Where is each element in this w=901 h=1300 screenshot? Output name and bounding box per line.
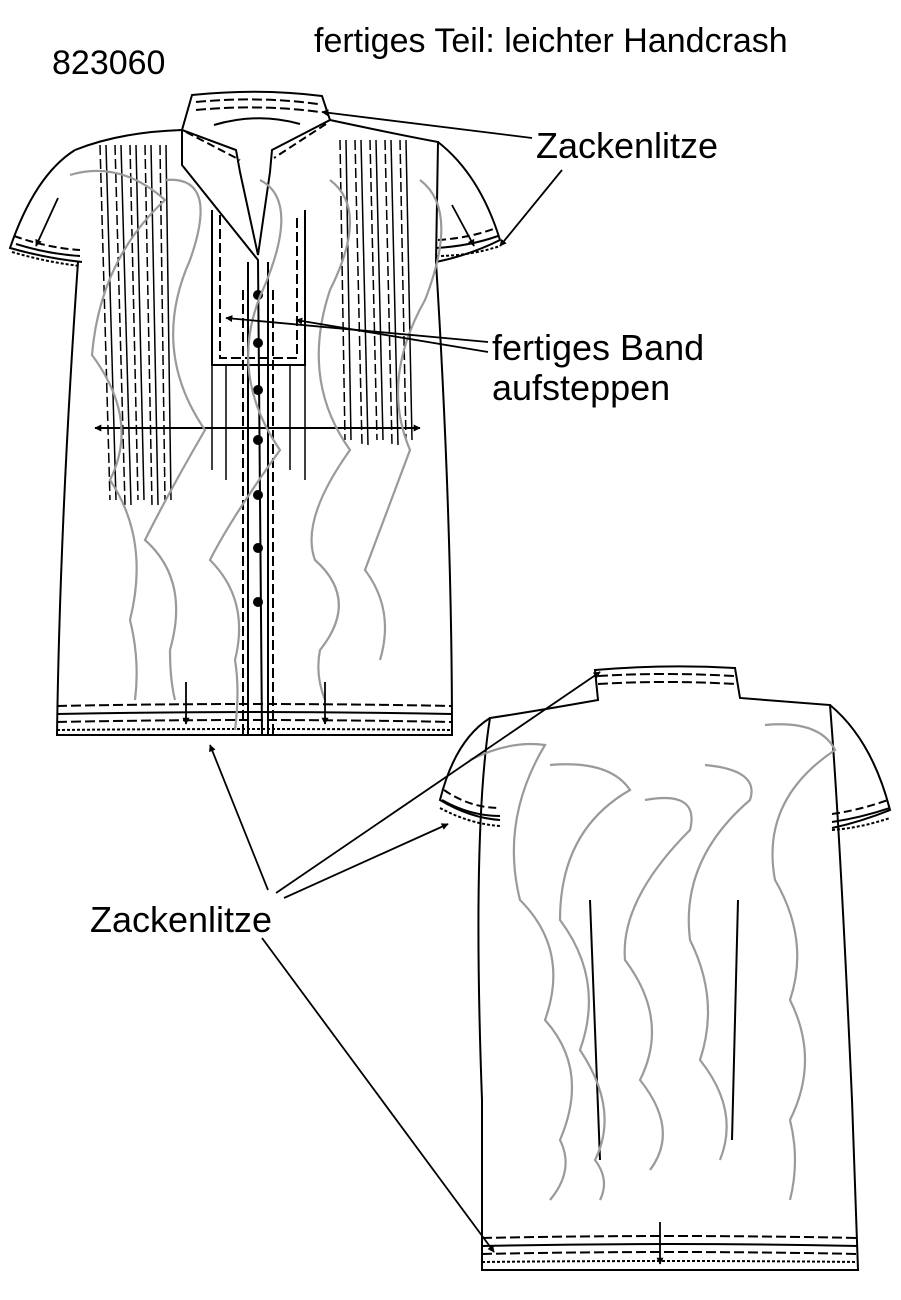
front-view — [8, 90, 502, 736]
pointer-arrows — [35, 109, 664, 1265]
front-yoke-band — [211, 210, 306, 366]
back-left-sleeve — [438, 717, 501, 821]
front-buttons — [253, 290, 263, 607]
front-left-sleeve — [8, 149, 83, 263]
back-view — [438, 665, 892, 1271]
label-fertiges-band: fertiges Band aufsteppen — [492, 327, 705, 409]
front-crash-lines — [69, 169, 443, 731]
finish-note: fertiges Teil: leichter Handcrash — [314, 22, 788, 60]
front-body-outline — [55, 128, 264, 736]
label-zackenlitze-top: Zackenlitze — [536, 125, 719, 166]
back-body-outline — [477, 665, 860, 1271]
back-crash-lines — [469, 723, 837, 1201]
front-body-outline-right — [262, 119, 454, 736]
label-band-line2: aufsteppen — [492, 367, 671, 409]
article-number: 823060 — [52, 44, 166, 82]
label-band-line1: fertiges Band — [492, 327, 705, 368]
back-right-sleeve — [829, 704, 892, 829]
label-zackenlitze-bottom: Zackenlitze — [90, 899, 273, 940]
front-collar — [180, 90, 332, 256]
